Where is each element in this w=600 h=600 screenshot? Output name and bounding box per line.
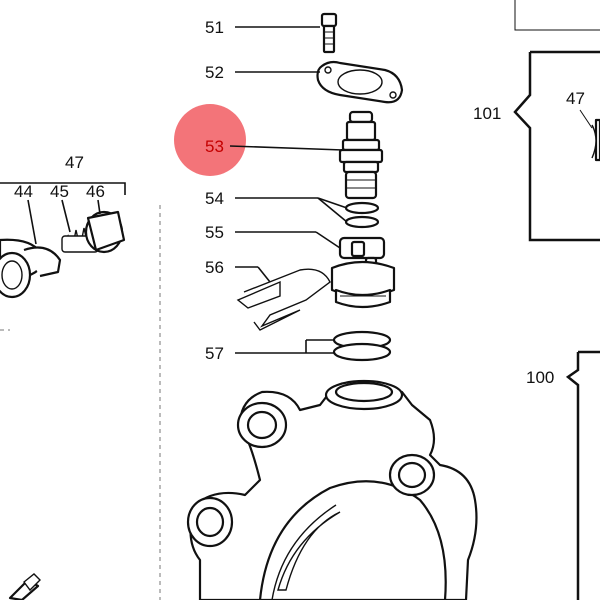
- callout-47-right: 47: [566, 89, 585, 108]
- callout-54: 54: [205, 189, 224, 208]
- callout-51: 51: [205, 18, 224, 37]
- callout-101: 101: [473, 104, 501, 123]
- leader-45: [61, 199, 71, 233]
- part-47-detail-right: [591, 118, 600, 162]
- callout-53: 53: [205, 137, 224, 156]
- bracket-47-left: [0, 182, 126, 195]
- leader-54-branch-b: [317, 197, 348, 223]
- callout-45: 45: [50, 182, 69, 201]
- part-54-o-rings: [344, 201, 380, 229]
- part-51-bolt: [320, 12, 338, 54]
- callout-47-left: 47: [65, 153, 84, 172]
- leader-46: [97, 199, 101, 215]
- part-56-wire-clip: [236, 268, 331, 331]
- part-46-guide: [84, 210, 126, 254]
- callout-55: 55: [205, 223, 224, 242]
- part-57-o-rings: [332, 330, 392, 362]
- part-55-valve-seat: [330, 236, 396, 309]
- bottom-left-screw: [8, 573, 41, 600]
- reference-box-100: [565, 350, 600, 600]
- reference-box-101: [513, 50, 600, 242]
- leader-47-right: [579, 109, 593, 129]
- leader-54-branch-a: [317, 197, 348, 209]
- frame-box-top-right: [514, 0, 600, 31]
- leader-53: [229, 145, 344, 151]
- part-52-gasket: [316, 60, 404, 104]
- callout-57: 57: [205, 344, 224, 363]
- part-44-left-seat: [0, 238, 62, 299]
- part-53-valve-stem: [338, 110, 384, 200]
- pump-housing: [186, 379, 478, 600]
- leader-55-branch: [315, 231, 341, 249]
- part-45-spring: [61, 225, 99, 253]
- callout-56: 56: [205, 258, 224, 277]
- leader-56-branch: [257, 266, 271, 283]
- callout-52: 52: [205, 63, 224, 82]
- callout-46: 46: [86, 182, 105, 201]
- leader-44: [27, 199, 37, 245]
- callout-100: 100: [526, 368, 554, 387]
- callout-44: 44: [14, 182, 33, 201]
- highlight-marker-53: [174, 104, 246, 176]
